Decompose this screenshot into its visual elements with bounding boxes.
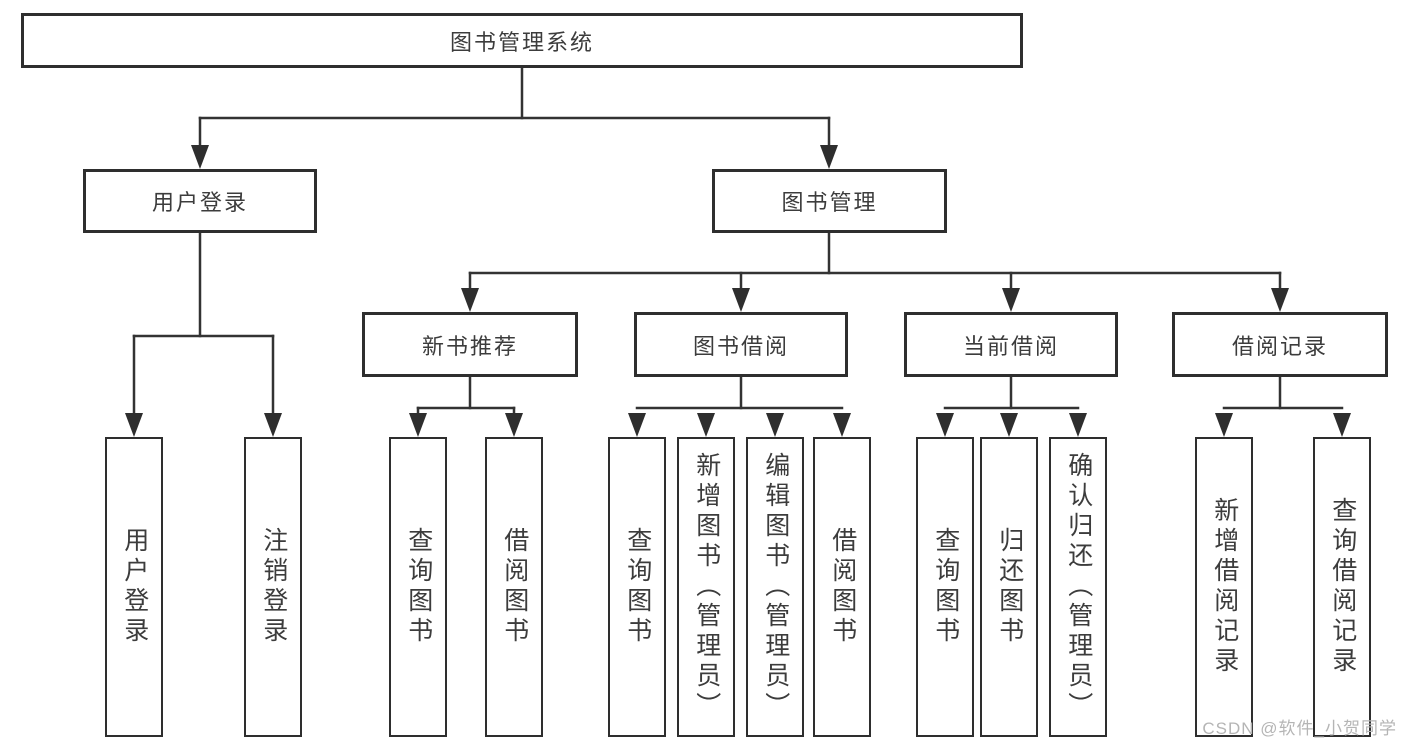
leaf-add-borrow-record: 新增借阅记录 (1195, 437, 1253, 737)
csdn-watermark: CSDN @软件_小贺同学 (1202, 719, 1397, 738)
node-user-login: 用户登录 (83, 169, 317, 233)
connector-newbookrec-to-leaves (409, 375, 523, 437)
node-new-book-recommend: 新书推荐 (362, 312, 578, 377)
connector-borrowrecords-to-leaves (1215, 375, 1351, 437)
node-library-management-system: 图书管理系统 (21, 13, 1023, 68)
leaf-query-book-current: 查询图书 (916, 437, 974, 737)
leaf-edit-book-admin-label: 编辑图书（管理员） (761, 452, 790, 722)
node-current-borrow: 当前借阅 (904, 312, 1118, 377)
leaf-borrow-book-rec-label: 借阅图书 (500, 527, 529, 647)
leaf-add-borrow-record-label: 新增借阅记录 (1210, 497, 1239, 677)
connector-root-to-level2 (191, 66, 838, 169)
node-borrow-records: 借阅记录 (1172, 312, 1388, 377)
leaf-user-login: 用户登录 (105, 437, 163, 737)
leaf-query-book-rec-label: 查询图书 (404, 527, 433, 647)
leaf-query-book-rec: 查询图书 (389, 437, 447, 737)
leaf-query-book-borrow: 查询图书 (608, 437, 666, 737)
leaf-borrow-book: 借阅图书 (813, 437, 871, 737)
leaf-confirm-return-admin-label: 确认归还（管理员） (1064, 452, 1093, 722)
leaf-query-book-current-label: 查询图书 (931, 527, 960, 647)
leaf-add-book-admin-label: 新增图书（管理员） (692, 452, 721, 722)
leaf-return-book-label: 归还图书 (995, 527, 1024, 647)
leaf-edit-book-admin: 编辑图书（管理员） (746, 437, 804, 737)
connector-currentborrow-to-leaves (936, 375, 1087, 437)
leaf-borrow-book-rec: 借阅图书 (485, 437, 543, 737)
leaf-add-book-admin: 新增图书（管理员） (677, 437, 735, 737)
connector-bookborrow-to-leaves (628, 375, 851, 437)
leaf-user-login-label: 用户登录 (120, 527, 149, 647)
connector-userlogin-to-leaves (125, 231, 282, 437)
leaf-query-book-borrow-label: 查询图书 (623, 527, 652, 647)
leaf-return-book: 归还图书 (980, 437, 1038, 737)
leaf-logout: 注销登录 (244, 437, 302, 737)
leaf-query-borrow-record: 查询借阅记录 (1313, 437, 1371, 737)
leaf-borrow-book-label: 借阅图书 (828, 527, 857, 647)
connector-bookmgmt-to-level3 (461, 231, 1289, 312)
leaf-logout-label: 注销登录 (259, 527, 288, 647)
node-book-management: 图书管理 (712, 169, 947, 233)
leaf-confirm-return-admin: 确认归还（管理员） (1049, 437, 1107, 737)
leaf-query-borrow-record-label: 查询借阅记录 (1328, 497, 1357, 677)
node-book-borrow: 图书借阅 (634, 312, 848, 377)
